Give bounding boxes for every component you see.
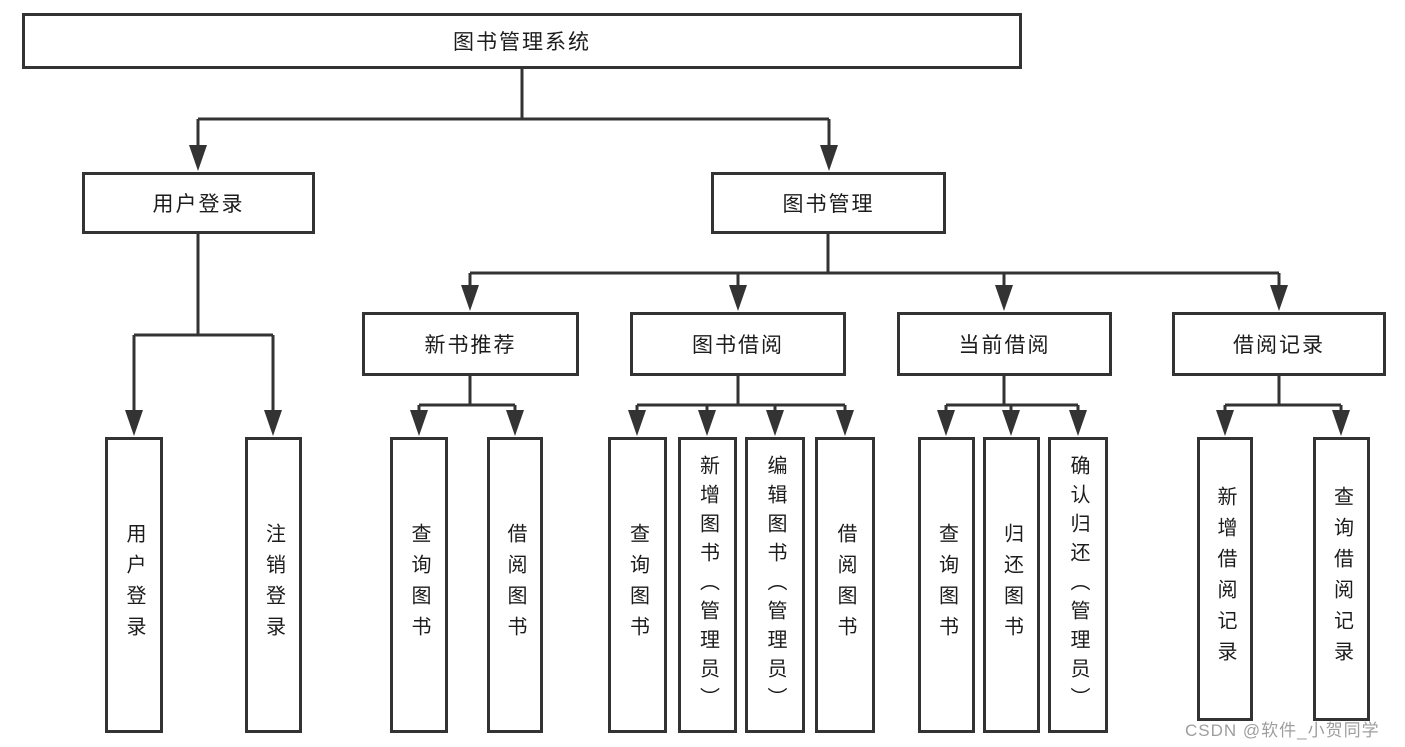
node-library-system: 图书管理系统 (22, 13, 1022, 69)
watermark-text: CSDN @软件_小贺同学 (1185, 721, 1380, 740)
leaf-user-login: 用户登录 (105, 437, 163, 733)
leaf-borrow-books: 借阅图书 (815, 437, 875, 733)
leaf-add-borrow-record: 新增借阅记录 (1197, 437, 1253, 721)
leaf-add-books-admin: 新增图书（管理员） (678, 437, 737, 733)
leaf-query-borrow-record: 查询借阅记录 (1313, 437, 1370, 721)
node-current-borrow: 当前借阅 (897, 312, 1112, 376)
node-user-login: 用户登录 (82, 172, 315, 234)
leaf-edit-books-admin: 编辑图书（管理员） (745, 437, 805, 733)
node-borrow-records: 借阅记录 (1172, 312, 1386, 376)
leaf-borrow-books-recommend: 借阅图书 (487, 437, 543, 733)
leaf-query-books-recommend: 查询图书 (390, 437, 448, 733)
leaf-logout: 注销登录 (245, 437, 302, 733)
node-book-management: 图书管理 (711, 172, 946, 234)
node-new-book-recommend: 新书推荐 (362, 312, 579, 376)
leaf-query-books-current: 查询图书 (918, 437, 975, 733)
leaf-return-books: 归还图书 (983, 437, 1040, 733)
leaf-confirm-return-admin: 确认归还（管理员） (1048, 437, 1108, 733)
node-book-borrow: 图书借阅 (630, 312, 846, 376)
leaf-query-books-borrow: 查询图书 (608, 437, 667, 733)
